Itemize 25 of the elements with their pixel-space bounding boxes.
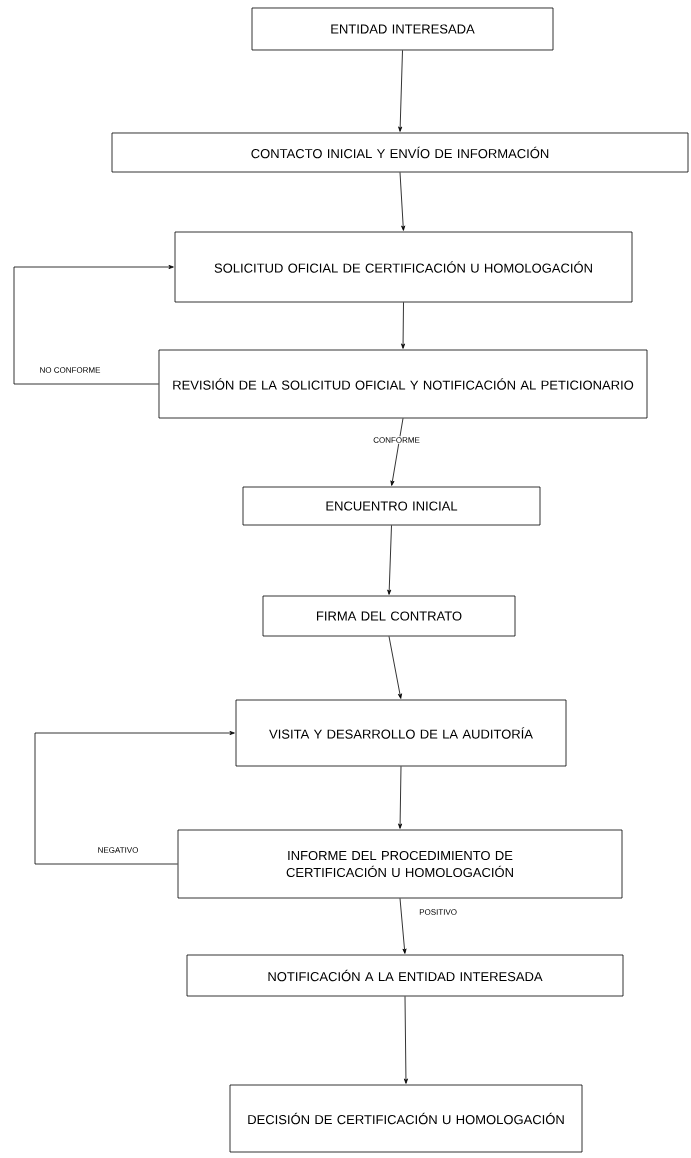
arrow <box>401 302 406 349</box>
arrow <box>13 265 174 385</box>
process-box: FIRMA DEL CONTRATO <box>262 595 516 637</box>
arrow <box>398 50 403 132</box>
process-box: DECISIÓN DE CERTIFICACIÓN U HOMOLOGACIÓN <box>229 1084 583 1153</box>
arrow <box>399 898 407 954</box>
arrow <box>34 731 235 865</box>
arrow <box>390 418 404 486</box>
process-box: INFORME DEL PROCEDIMIENTO DE CERTIFICACIÓN U HOMOLOGACIÓN <box>177 829 623 899</box>
arrow <box>398 766 403 829</box>
process-box: ENTIDAD INTERESADA <box>251 7 554 51</box>
process-box: NOTIFICACIÓN A LA ENTIDAD INTERESADA <box>186 954 624 997</box>
process-box: CONTACTO INICIAL Y ENVÍO DE INFORMACIÓN <box>111 132 689 173</box>
edge-label: POSITIVO <box>418 908 458 916</box>
arrow <box>403 996 408 1084</box>
arrow <box>399 172 406 231</box>
arrow <box>388 636 402 699</box>
edge-label: CONFORME <box>372 436 421 444</box>
edge-label: NEGATIVO <box>96 846 140 854</box>
process-box: REVISIÓN DE LA SOLICITUD OFICIAL Y NOTIFICACIÓN AL PETICIONARIO <box>158 349 648 419</box>
edge-label: NO CONFORME <box>38 366 102 374</box>
arrow <box>387 525 392 595</box>
process-box: ENCUENTRO INICIAL <box>242 486 541 526</box>
process-box: VISITA Y DESARROLLO DE LA AUDITORÍA <box>235 699 567 767</box>
process-box: SOLICITUD OFICIAL DE CERTIFICACIÓN U HOMOLOGACIÓN <box>174 231 633 303</box>
